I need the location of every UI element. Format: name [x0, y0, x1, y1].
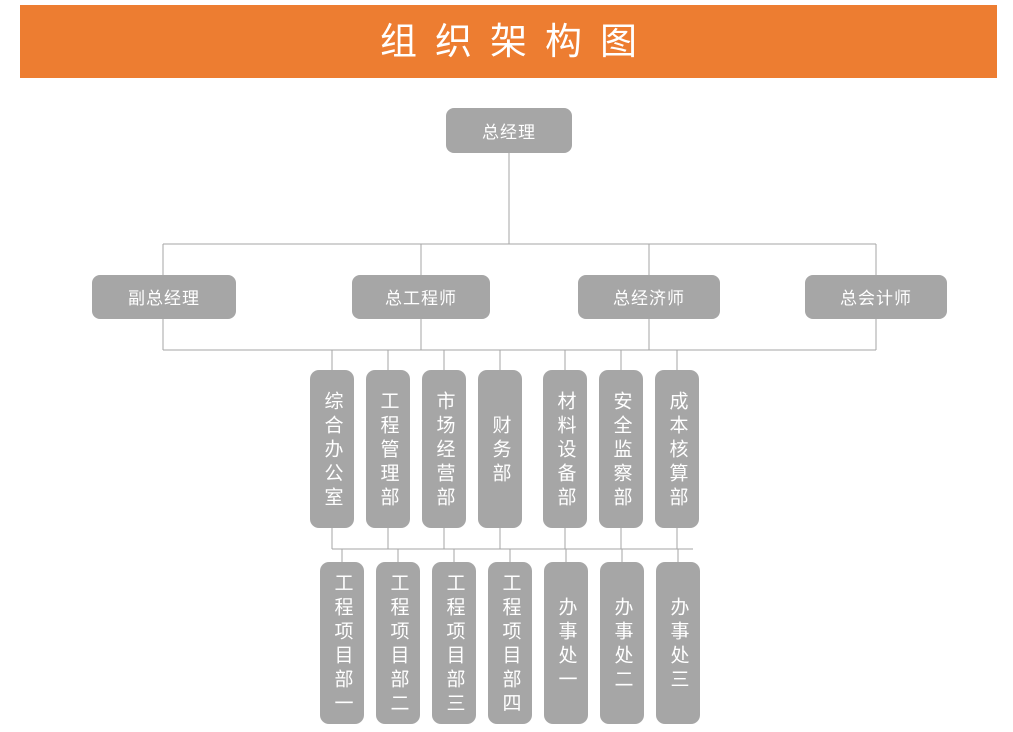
node-label: 工程项目部二 [387, 573, 410, 717]
node-finance-dept[interactable]: 财务部 [478, 370, 522, 528]
node-label: 副总经理 [128, 289, 200, 309]
node-label: 成本核算部 [666, 391, 689, 511]
node-project-dept-4[interactable]: 工程项目部四 [488, 562, 532, 724]
node-chief-accountant[interactable]: 总会计师 [805, 275, 947, 319]
node-general-manager[interactable]: 总经理 [446, 108, 572, 153]
node-label: 办事处二 [611, 597, 634, 693]
page-title: 组织架构图 [380, 20, 655, 63]
node-project-dept-2[interactable]: 工程项目部二 [376, 562, 420, 724]
node-general-office[interactable]: 综合办公室 [310, 370, 354, 528]
node-label: 工程项目部四 [499, 573, 522, 717]
node-label: 总工程师 [385, 289, 457, 309]
node-chief-economist[interactable]: 总经济师 [578, 275, 720, 319]
node-label: 财务部 [489, 415, 512, 487]
node-label: 办事处一 [555, 597, 578, 693]
node-label: 工程管理部 [377, 391, 400, 511]
node-project-dept-1[interactable]: 工程项目部一 [320, 562, 364, 724]
node-chief-engineer[interactable]: 总工程师 [352, 275, 490, 319]
node-label: 市场经营部 [433, 391, 456, 511]
node-deputy-general-manager[interactable]: 副总经理 [92, 275, 236, 319]
node-label: 工程项目部三 [443, 573, 466, 717]
node-label: 工程项目部一 [331, 573, 354, 717]
node-office-1[interactable]: 办事处一 [544, 562, 588, 724]
node-office-3[interactable]: 办事处三 [656, 562, 700, 724]
node-label: 材料设备部 [554, 391, 577, 511]
node-label: 总经济师 [613, 289, 685, 309]
chart-title-banner: 组织架构图 [20, 5, 997, 78]
node-label: 总会计师 [840, 289, 912, 309]
node-label: 办事处三 [667, 597, 690, 693]
node-label: 综合办公室 [321, 391, 344, 511]
node-label: 总经理 [482, 122, 536, 143]
node-market-operations-dept[interactable]: 市场经营部 [422, 370, 466, 528]
node-engineering-management-dept[interactable]: 工程管理部 [366, 370, 410, 528]
node-label: 安全监察部 [610, 391, 633, 511]
node-office-2[interactable]: 办事处二 [600, 562, 644, 724]
node-materials-equipment-dept[interactable]: 材料设备部 [543, 370, 587, 528]
node-cost-accounting-dept[interactable]: 成本核算部 [655, 370, 699, 528]
node-project-dept-3[interactable]: 工程项目部三 [432, 562, 476, 724]
node-safety-supervision-dept[interactable]: 安全监察部 [599, 370, 643, 528]
